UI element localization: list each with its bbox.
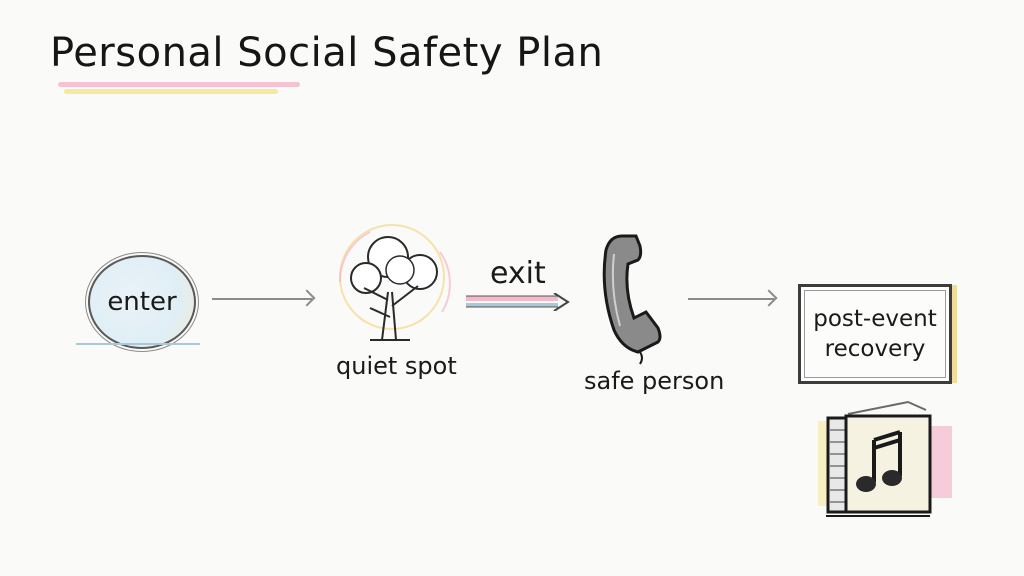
phone-handset-icon (602, 234, 662, 365)
arrow-safe-person-to-recovery (688, 298, 774, 300)
safe-person-label: safe person (584, 367, 725, 395)
post-event-recovery-box: post-event recovery (798, 284, 952, 384)
recovery-label-line1: post-event (813, 306, 937, 332)
arrow-enter-to-quiet-spot (212, 298, 312, 300)
tree-icon (338, 224, 451, 341)
enter-node: enter (88, 255, 196, 349)
exit-label: exit (490, 256, 546, 291)
title-highlight-yellow (64, 89, 278, 94)
exit-arrow (466, 293, 570, 311)
recovery-label-line2: recovery (824, 336, 926, 362)
page-title: Personal Social Safety Plan (50, 30, 604, 76)
enter-label: enter (107, 287, 177, 317)
quiet-spot-label: quiet spot (336, 352, 457, 380)
title-highlight-pink (58, 82, 300, 87)
music-album-icon (818, 400, 952, 517)
enter-underline (76, 343, 200, 345)
